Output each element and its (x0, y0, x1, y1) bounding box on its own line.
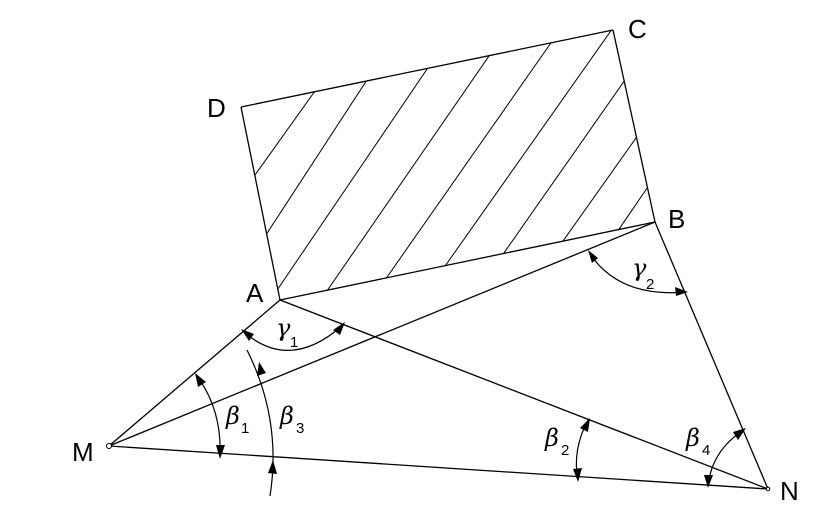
beta2-subscript: 2 (561, 442, 569, 459)
label-beta1: β 1 (225, 402, 249, 437)
label-point-N: N (780, 476, 799, 506)
gamma1-arrow-right (333, 322, 345, 335)
beta3-arrow-top (257, 362, 266, 376)
edge-CB (612, 29, 656, 223)
edge-AB (279, 221, 656, 301)
line-MA (108, 299, 281, 447)
label-point-C: C (628, 14, 647, 44)
edge-DA (240, 106, 281, 301)
beta3-arc (246, 349, 274, 497)
gamma2-arrow-top (588, 250, 598, 263)
station-M-marker (106, 443, 112, 449)
beta1-arrow-top (195, 373, 206, 387)
gamma2-arc (589, 253, 687, 294)
beta4-subscript: 4 (702, 442, 710, 459)
beta3-subscript: 3 (296, 420, 304, 437)
beta1-subscript: 1 (241, 420, 249, 437)
beta4-symbol: β (685, 424, 700, 452)
label-point-D: D (207, 93, 226, 123)
beta1-arc (196, 375, 221, 457)
label-beta4: β 4 (685, 424, 710, 459)
label-gamma1: γ 1 (276, 314, 298, 351)
gamma1-subscript: 1 (290, 334, 298, 351)
label-beta3: β 3 (279, 402, 304, 437)
hatched-area (241, 30, 655, 300)
line-AN (279, 299, 769, 490)
line-MN (108, 445, 769, 490)
gamma1-arrow-left (241, 329, 254, 341)
label-point-M: M (72, 437, 94, 467)
gamma2-subscript: 2 (646, 276, 654, 293)
gamma2-arrow-right (675, 287, 688, 296)
label-beta2: β 2 (544, 424, 569, 459)
label-point-A: A (246, 278, 264, 308)
beta2-arrow-bottom (573, 468, 582, 482)
beta1-symbol: β (225, 402, 240, 430)
gamma1-symbol: γ (276, 314, 291, 342)
beta2-arrow-top (580, 418, 590, 432)
beta1-arrow-bottom (216, 445, 225, 459)
edge-DC (240, 29, 614, 108)
label-point-B: B (668, 204, 685, 234)
beta3-arrow-bottom (268, 460, 277, 474)
line-BN (654, 221, 769, 490)
line-MB (108, 221, 656, 447)
beta4-arrow-top (733, 428, 746, 440)
gamma2-symbol: γ (632, 254, 647, 282)
label-gamma2: γ 2 (632, 254, 654, 293)
beta2-symbol: β (544, 424, 559, 452)
station-N-marker (765, 486, 771, 492)
gamma1-arc (243, 324, 344, 351)
beta3-symbol: β (279, 402, 294, 430)
beta4-arrow-bottom (704, 475, 713, 488)
